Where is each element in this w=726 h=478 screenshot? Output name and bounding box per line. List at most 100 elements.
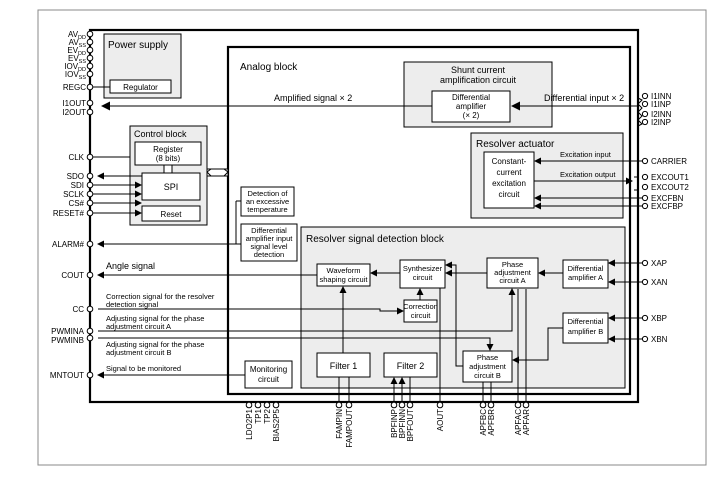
- register-label-1: Register: [153, 145, 183, 154]
- pin-i2out: I2OUT: [62, 108, 86, 117]
- pin-xbp: XBP: [651, 314, 667, 323]
- diff-a-label-2: amplifier A: [568, 273, 603, 282]
- pin-bpfinn: BPFINN: [398, 409, 407, 439]
- pin-cout: COUT: [61, 271, 84, 280]
- phase-a-label-2: adjustment: [494, 268, 532, 277]
- angle-signal-label: Angle signal: [106, 261, 155, 271]
- correction-signal-label-1: Correction signal for the resolver: [106, 292, 215, 301]
- pin-reset: RESET#: [53, 209, 85, 218]
- phase-b-label-2: adjustment: [469, 362, 507, 371]
- filter-2-label: Filter 2: [397, 361, 425, 371]
- pin-avdd: AVDD: [68, 30, 86, 41]
- pin-bpfout: BPFOUT: [406, 409, 415, 442]
- pin-sdo: SDO: [67, 172, 84, 181]
- diff-amp-label-1: Differential: [452, 93, 490, 102]
- adjusting-a-label-2: adjustment circuit A: [106, 322, 171, 331]
- shunt-amp-title-1: Shunt current: [451, 65, 506, 75]
- pin-bpfinp: BPFINP: [390, 409, 399, 438]
- pin-iovdd: IOVDD: [64, 62, 86, 73]
- monitoring-label-2: circuit: [258, 375, 280, 384]
- dail-label-1: Differential: [251, 226, 287, 235]
- regulator-label: Regulator: [123, 83, 158, 92]
- pin-avss: AVSS: [69, 38, 87, 49]
- diff-b-label-1: Differential: [568, 317, 604, 326]
- pin-clk: CLK: [68, 153, 84, 162]
- pin-apfbc: APFBC: [479, 409, 488, 436]
- pin-apfac: APFAC: [514, 409, 523, 435]
- pin-carrier: CARRIER: [651, 157, 687, 166]
- pin-evss: EVSS: [68, 54, 86, 65]
- pin-sclk: SCLK: [63, 190, 85, 199]
- pin-alarm: ALARM#: [52, 240, 85, 249]
- bottom-pins: LDO2P1 TP1 TP2 BIAS2P5 FAMPIN FAMPOUT BP…: [245, 401, 531, 448]
- left-pins: AVDD AVSS EVDD EVSS IOVDD IOVSS REGC I1O…: [50, 30, 94, 380]
- diff-b-label-2: amplifier B: [568, 327, 603, 336]
- right-pins: I1INN I1INP I2INN I2INP CARRIER EXCOUT1 …: [634, 92, 689, 344]
- spi-label: SPI: [164, 182, 179, 192]
- const-label-4: circuit: [499, 190, 521, 199]
- power-supply-label: Power supply: [108, 40, 168, 51]
- pin-pwmina: PWMINA: [51, 327, 85, 336]
- pin-xan: XAN: [651, 278, 668, 287]
- pin-iovss: IOVSS: [65, 70, 86, 81]
- filter-1-label: Filter 1: [330, 361, 358, 371]
- phase-adjustment-circuit-b: [462, 350, 513, 383]
- adjusting-a-label-1: Adjusting signal for the phase: [106, 314, 204, 323]
- diff-amp-label-2: amplifier: [456, 102, 487, 111]
- differential-amplifier-a: [562, 259, 609, 289]
- synthesizer-circuit: [399, 259, 446, 289]
- pin-mntout: MNTOUT: [50, 371, 84, 380]
- pin-fampin: FAMPIN: [335, 409, 344, 439]
- pin-apfar: APFAR: [522, 409, 531, 435]
- pin-i2inn: I2INN: [651, 110, 672, 119]
- excessive-temperature-detection: [240, 186, 295, 217]
- correction-signal-label-2: detection signal: [106, 300, 158, 309]
- correction-label-2: circuit: [411, 311, 432, 320]
- pin-ldo2p1: LDO2P1: [245, 408, 254, 439]
- rsd-block-label: Resolver signal detection block: [306, 234, 445, 245]
- resolver-actuator-label: Resolver actuator: [476, 139, 555, 150]
- phase-a-label-1: Phase: [502, 260, 523, 269]
- pin-pwminb: PWMINB: [51, 336, 84, 345]
- register-label-2: (8 bits): [156, 154, 181, 163]
- pin-apfbr: APFBR: [487, 409, 496, 436]
- pin-regc: REGC: [63, 83, 86, 92]
- phase-b-label-3: circuit B: [474, 371, 501, 380]
- waveform-label-2: shaping circuit: [320, 275, 369, 284]
- pin-tp1: TP1: [254, 408, 263, 423]
- shunt-amp-title-2: amplification circuit: [440, 75, 517, 85]
- pin-aout: AOUT: [436, 409, 445, 431]
- synth-label-2: circuit: [413, 273, 434, 282]
- pin-fampout: FAMPOUT: [345, 409, 354, 448]
- waveform-label-1: Waveform: [327, 266, 361, 275]
- detect-temp-label-3: temperature: [247, 205, 287, 214]
- pin-bias2p5: BIAS2P5: [272, 408, 281, 441]
- pin-cs: CS#: [68, 199, 84, 208]
- pin-i1out: I1OUT: [62, 99, 86, 108]
- adjusting-b-label-2: adjustment circuit B: [106, 348, 171, 357]
- pin-excfbp: EXCFBP: [651, 202, 683, 211]
- pin-evdd: EVDD: [67, 46, 86, 57]
- monitoring-label-1: Monitoring: [250, 365, 287, 374]
- diff-a-label-1: Differential: [568, 264, 604, 273]
- pin-sdi: SDI: [71, 181, 84, 190]
- constant-current-excitation-circuit: [483, 151, 535, 209]
- phase-a-label-3: circuit A: [499, 276, 525, 285]
- dail-label-2: amplifier input: [246, 234, 294, 243]
- register-spi-link: [163, 164, 173, 174]
- pin-i1inn: I1INN: [651, 92, 672, 101]
- reset-block-label: Reset: [161, 210, 183, 219]
- const-label-2: current: [497, 168, 523, 177]
- const-label-3: excitation: [492, 179, 526, 188]
- detect-temp-label-1: Detection of: [247, 189, 288, 198]
- pin-i1inp: I1INP: [651, 100, 671, 109]
- synth-label-1: Synthesizer: [403, 264, 443, 273]
- control-block-label: Control block: [134, 129, 187, 139]
- excitation-input-label: Excitation input: [560, 150, 612, 159]
- diff-amp-label-3: (× 2): [463, 111, 480, 120]
- const-label-1: Constant-: [492, 157, 527, 166]
- filter-2: [383, 352, 438, 378]
- pin-xap: XAP: [651, 259, 667, 268]
- phase-b-label-1: Phase: [477, 353, 498, 362]
